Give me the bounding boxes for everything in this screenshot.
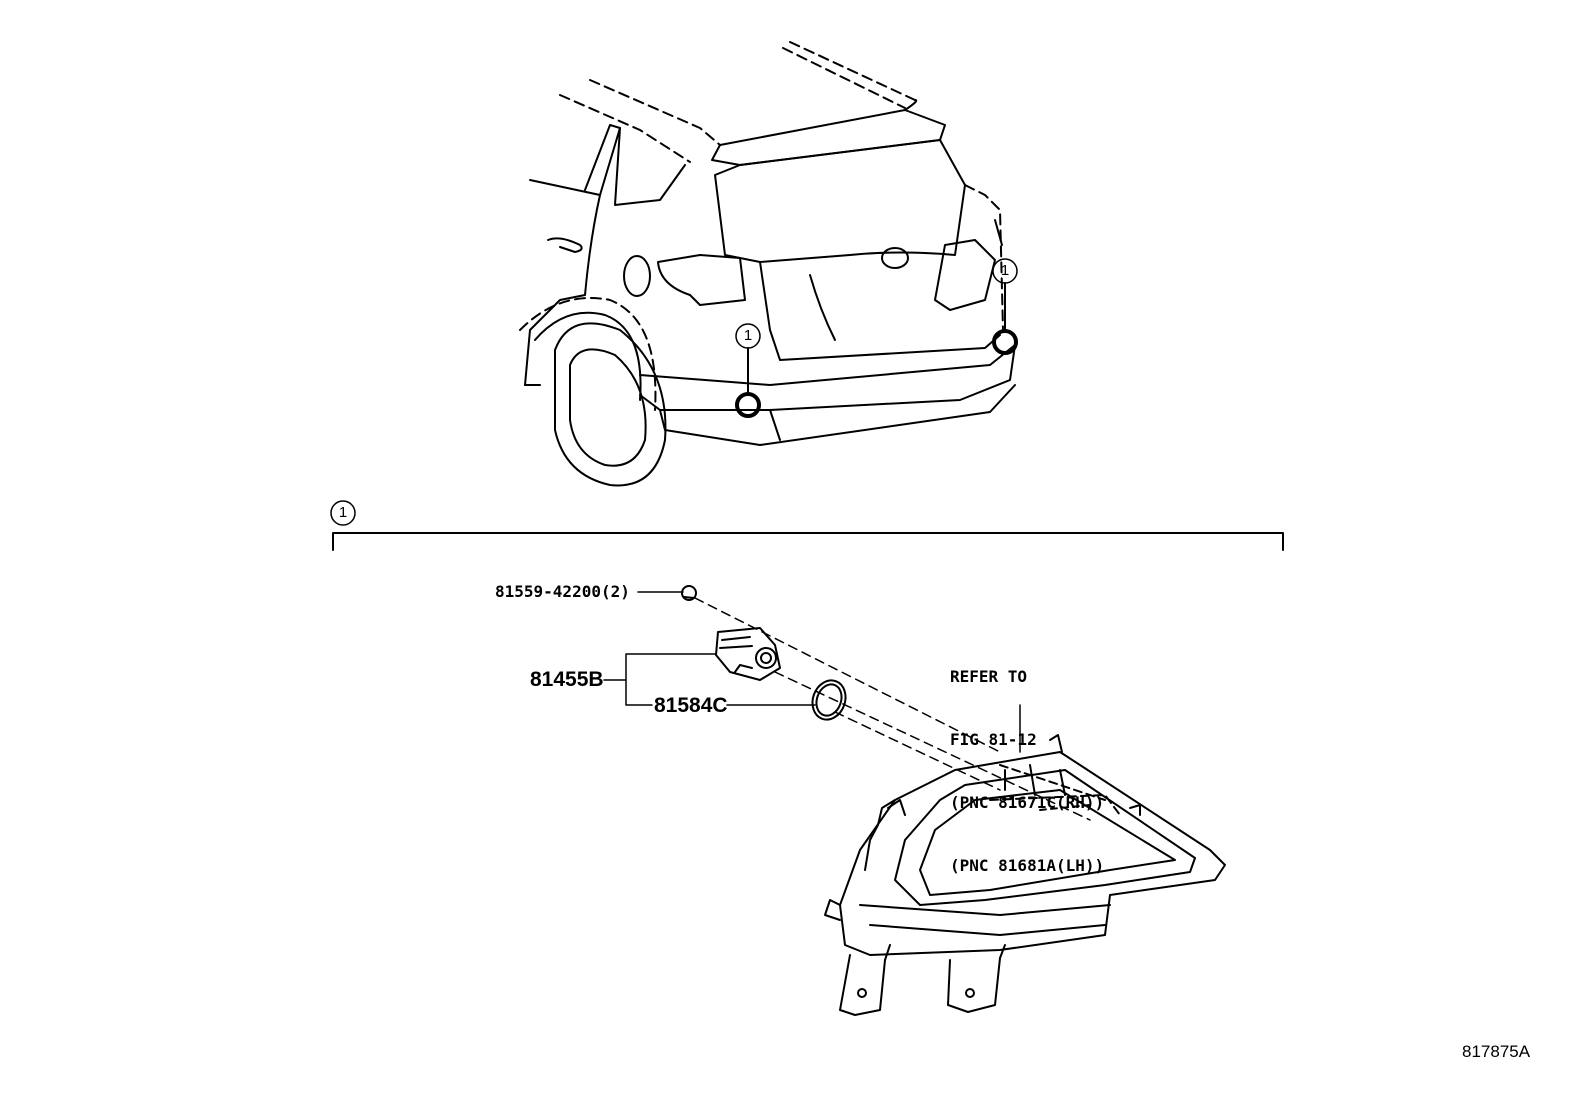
callout-number-left: 1 — [743, 327, 753, 344]
reflector-lamp-drawing — [824, 734, 1226, 1016]
callout-number-right: 1 — [1000, 262, 1010, 279]
reference-note-line-3: (PNC 81671C(RH)) — [950, 793, 1105, 812]
bulb-socket-drawing — [715, 627, 781, 681]
part-label-nut: 81559-42200(2) — [495, 582, 630, 601]
reference-note: REFER TO FIG 81-12 (PNC 81671C(RH)) (PNC… — [950, 624, 1104, 918]
nut-drawing — [681, 585, 697, 601]
reference-note-line-2: FIG 81-12 — [950, 730, 1037, 749]
callout-circle — [992, 258, 1018, 284]
reference-note-line-1: REFER TO — [950, 667, 1028, 686]
callout-circle — [735, 323, 761, 349]
group-bracket — [330, 500, 1284, 551]
illustration-id: 817875A — [1462, 1042, 1531, 1061]
reference-note-line-4: (PNC 81681A(LH)) — [950, 856, 1105, 875]
gasket-ring-drawing — [811, 679, 847, 721]
vehicle-rear-drawing — [519, 41, 1018, 487]
part-label-gasket: 81584C — [654, 694, 728, 717]
callout-number-group: 1 — [338, 504, 348, 521]
part-label-socket-assembly: 81455B — [530, 668, 604, 691]
leader-lines — [603, 591, 1091, 821]
